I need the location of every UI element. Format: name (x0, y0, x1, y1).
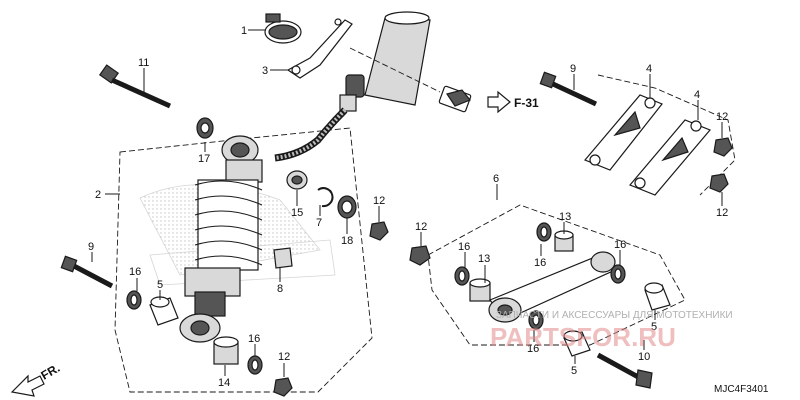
callout-16-linkage-bottom: 16 (527, 343, 539, 355)
small-bolt-f31 (438, 85, 472, 113)
callout-7: 7 (316, 217, 322, 229)
bolt-9-right (539, 71, 598, 107)
callout-5-bottom: 5 (571, 365, 577, 377)
callout-2: 2 (95, 189, 101, 201)
nut-12-bottom (273, 377, 293, 397)
bearing-14 (213, 336, 239, 365)
shock-lower-body (179, 267, 241, 343)
label-tag-8 (273, 247, 293, 269)
callout-12-linkage: 12 (415, 221, 427, 233)
callout-17: 17 (198, 153, 210, 165)
callout-11: 11 (138, 57, 149, 69)
collar-5-left (149, 296, 179, 326)
callout-15: 15 (291, 207, 303, 219)
bolt-11 (98, 64, 172, 109)
shock-spring (194, 179, 263, 271)
seal-16-linkage-right (610, 264, 626, 284)
nut-12-middle (369, 221, 389, 241)
callout-16-left: 16 (129, 266, 141, 278)
linkage-arm (488, 251, 617, 323)
collar-5-bottom (563, 330, 591, 357)
front-arrow (10, 374, 45, 397)
shock-reservoir (339, 11, 431, 112)
callout-4-left: 4 (646, 63, 652, 75)
shock-top-eye (221, 135, 263, 183)
callout-3: 3 (262, 65, 268, 77)
callout-4-right: 4 (694, 89, 700, 101)
diagram-code: MJC4F3401 (714, 384, 769, 395)
callout-12-middle: 12 (373, 195, 385, 207)
callout-13-upper: 13 (559, 211, 571, 223)
watermark-tagline: ЗАПЧАСТИ И АКСЕССУАРЫ ДЛЯ МОТОТЕХНИКИ (496, 310, 733, 321)
callout-18: 18 (341, 235, 353, 247)
f31-arrow (487, 90, 511, 114)
bearing-13-left (469, 278, 491, 302)
callout-13-left: 13 (478, 253, 490, 265)
nut-12-linkage (409, 245, 431, 266)
callout-12-right-lower: 12 (716, 207, 728, 219)
nut-12-right-upper (713, 137, 733, 157)
callout-16-linkage-right: 16 (614, 239, 626, 251)
reservoir-clamp (264, 13, 302, 44)
callout-5-right: 5 (651, 321, 657, 333)
bolt-9-left (60, 255, 114, 289)
callout-12-right-upper: 12 (716, 111, 728, 123)
callout-9-left: 9 (88, 241, 94, 253)
watermark-logo: PARTSFOR.RU (490, 322, 676, 352)
seal-18 (337, 195, 357, 219)
seal-16-linkage-left (454, 266, 470, 286)
linkage-frame (427, 204, 686, 346)
callout-9-right: 9 (570, 63, 576, 75)
reservoir-hose (274, 107, 348, 162)
tie-plate-right (629, 119, 711, 196)
tie-plate-left (584, 94, 663, 171)
collar-15 (286, 170, 308, 190)
seal-16-linkage-upper (536, 222, 552, 242)
callout-12-bottom: 12 (278, 351, 290, 363)
reference-f31: F-31 (514, 96, 539, 110)
callout-6: 6 (493, 173, 499, 185)
callout-1: 1 (241, 25, 247, 37)
bolt-10 (596, 352, 653, 389)
callout-14: 14 (218, 377, 230, 389)
reservoir-bracket (286, 19, 353, 79)
callout-16-bottom: 16 (248, 333, 260, 345)
leader-lines (91, 29, 723, 377)
callout-16-upper: 16 (534, 257, 546, 269)
callout-16-linkage-left: 16 (458, 241, 470, 253)
circlip-7 (317, 187, 334, 208)
nut-12-right-lower (709, 173, 729, 193)
seal-16-left (126, 290, 142, 310)
callout-8: 8 (277, 283, 283, 295)
seal-16-bottom (247, 355, 263, 375)
collar-5-right (644, 282, 671, 311)
callout-10: 10 (638, 351, 650, 363)
seal-16-linkage-bottom (528, 310, 544, 330)
callout-5-left: 5 (157, 279, 163, 291)
shock-assembly-frame (114, 127, 373, 393)
